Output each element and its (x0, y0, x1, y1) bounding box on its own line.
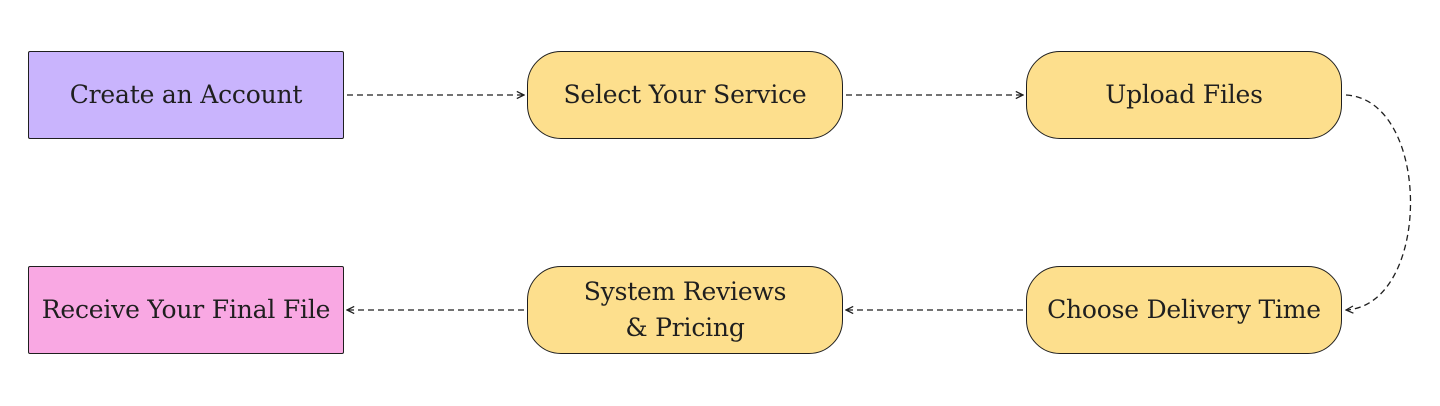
node-system-reviews-label-line1: System Reviews (583, 277, 787, 306)
edge-upload-to-choose (1346, 94, 1412, 310)
node-select-service: Select Your Service (527, 51, 843, 139)
node-choose-delivery-time: Choose Delivery Time (1026, 266, 1342, 354)
node-create-account: Create an Account (28, 51, 344, 139)
node-system-reviews-pricing: System Reviews & Pricing (527, 266, 843, 354)
node-receive-final-file-label: Receive Your Final File (41, 295, 331, 324)
node-upload-files: Upload Files (1026, 51, 1342, 139)
node-receive-final-file: Receive Your Final File (28, 266, 344, 354)
node-create-account-label: Create an Account (69, 80, 303, 109)
node-upload-files-label: Upload Files (1105, 80, 1263, 109)
node-choose-delivery-time-label: Choose Delivery Time (1047, 295, 1321, 324)
node-system-reviews-label-line2: & Pricing (625, 313, 745, 342)
node-select-service-label: Select Your Service (563, 80, 807, 109)
